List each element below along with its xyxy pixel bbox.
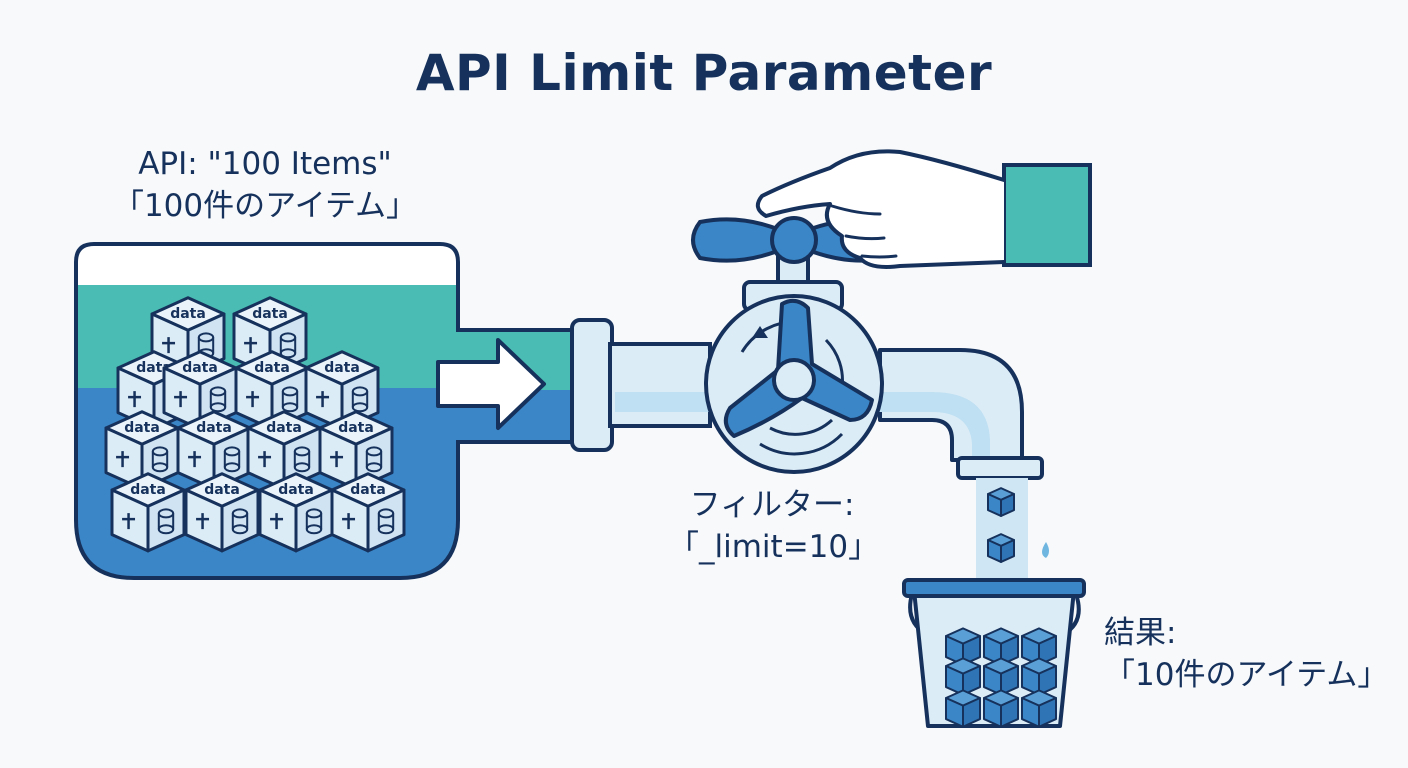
- small-cube-icon: [1021, 657, 1057, 696]
- cube-label: data: [324, 360, 360, 376]
- filter-label: フィルター: 「_limit=10」: [668, 484, 880, 568]
- small-cube-icon: [987, 487, 1015, 517]
- cube-label: data: [182, 360, 218, 376]
- data-cube-icon: data: [110, 472, 186, 553]
- source-label-line1: API: "100 Items": [138, 146, 392, 182]
- source-label-line2: 「100件のアイテム」: [112, 188, 418, 224]
- data-cube-icon: data: [258, 472, 334, 553]
- cube-label: data: [170, 306, 206, 322]
- pipe-coupling: [570, 318, 712, 452]
- source-label: API: "100 Items" 「100件のアイテム」: [112, 143, 418, 227]
- result-label-line2: 「10件のアイテム」: [1104, 657, 1389, 693]
- cube-label: data: [130, 482, 166, 498]
- flow-arrow-icon: [436, 338, 546, 430]
- small-cube-icon: [945, 657, 981, 696]
- diagram-title: API Limit Parameter: [415, 44, 993, 102]
- data-cube-icon: data: [330, 472, 406, 553]
- filter-label-line1: フィルター:: [689, 487, 855, 523]
- cube-label: data: [254, 360, 290, 376]
- filter-label-line2: 「_limit=10」: [668, 529, 880, 565]
- hand-icon: [755, 149, 1092, 269]
- small-cube-icon: [983, 657, 1019, 696]
- cube-label: data: [350, 482, 386, 498]
- filtered-stream: [976, 478, 1049, 582]
- data-cube-icon: data: [304, 350, 380, 431]
- water-drop-icon: [1042, 542, 1049, 558]
- result-bucket: [902, 578, 1086, 728]
- filter-valve: [704, 294, 884, 474]
- result-label: 結果: 「10件のアイテム」: [1104, 612, 1388, 696]
- data-cube-icon: data: [184, 472, 260, 553]
- cube-label: data: [124, 420, 160, 436]
- data-cube-icon: data: [246, 410, 322, 491]
- cube-label: data: [266, 420, 302, 436]
- small-cube-icon: [1021, 689, 1057, 726]
- cube-label: data: [252, 306, 288, 322]
- small-cube-icon: [983, 689, 1019, 726]
- small-cube-icon: [983, 627, 1019, 666]
- result-label-line1: 結果:: [1104, 615, 1177, 651]
- data-cube-icon: data: [318, 410, 394, 491]
- data-cube-icon: data: [176, 410, 252, 491]
- falling-cubes: [987, 487, 1015, 563]
- rotation-arrow-icon: [752, 326, 768, 338]
- small-cube-icon: [945, 689, 981, 726]
- cube-label: data: [338, 420, 374, 436]
- small-cube-icon: [987, 533, 1015, 563]
- source-cubes: data data data data data data data data data data…: [104, 296, 406, 553]
- cube-label: data: [204, 482, 240, 498]
- cube-label: data: [196, 420, 232, 436]
- cube-label: data: [278, 482, 314, 498]
